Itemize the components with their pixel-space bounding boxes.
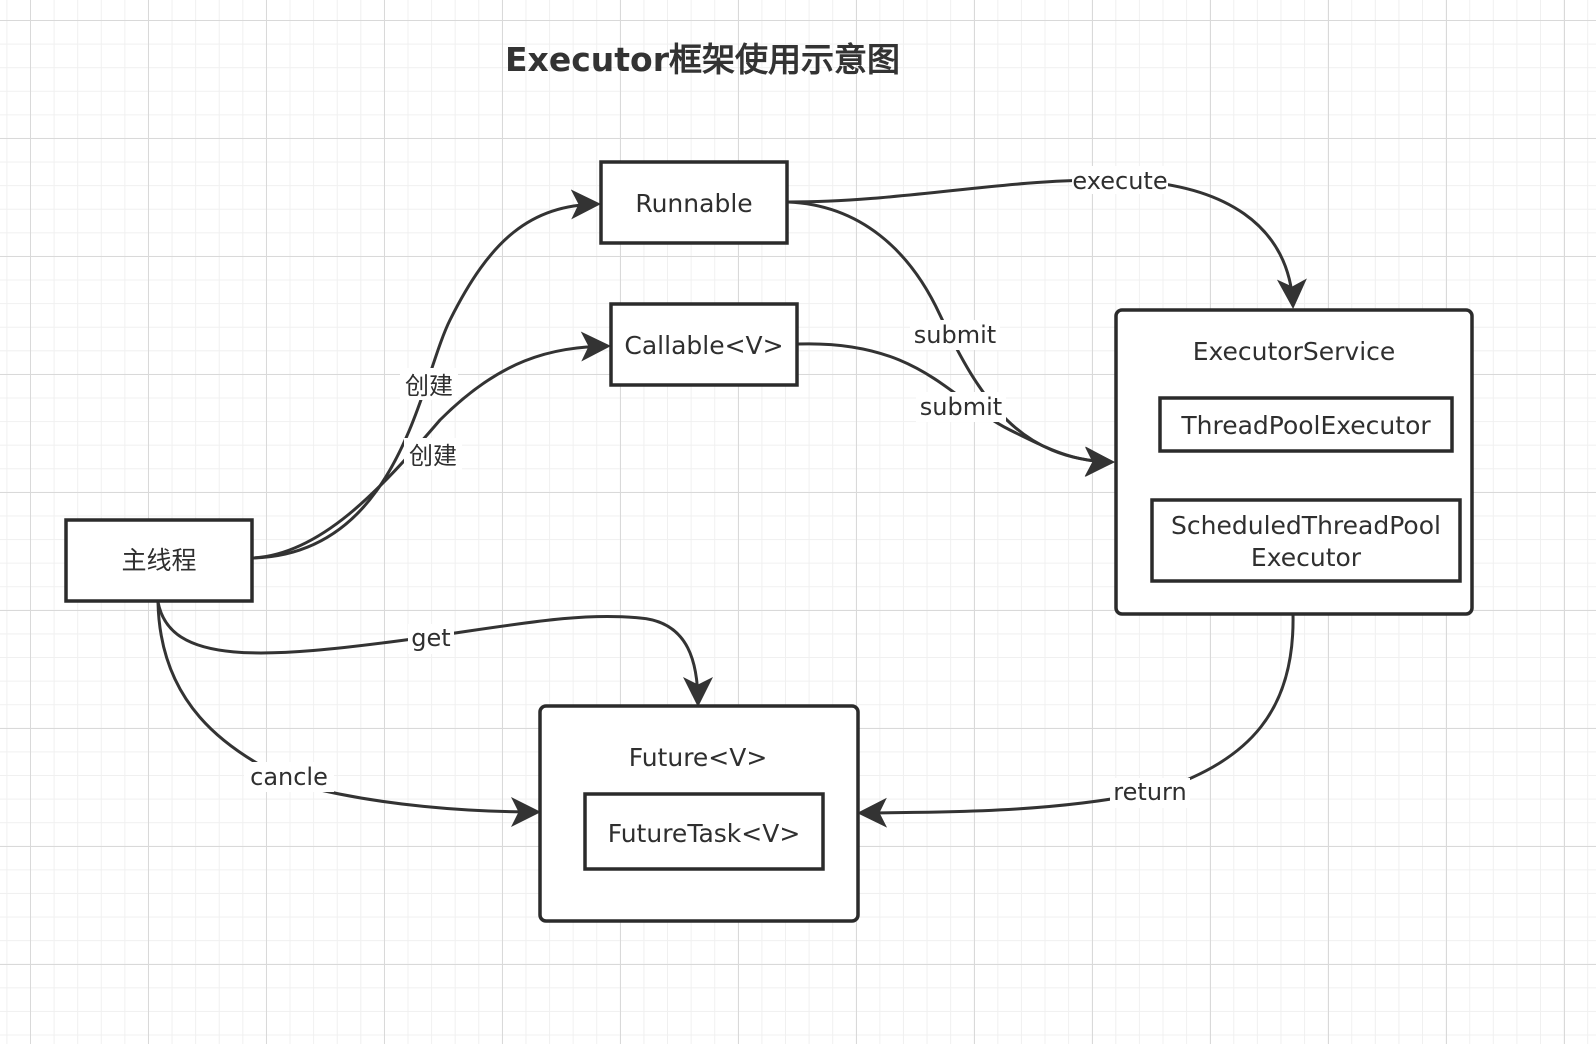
- node-future: Future<V> FutureTask<V>: [538, 704, 860, 923]
- label-create-callable: 创建: [409, 442, 457, 470]
- main-thread-label: 主线程: [121, 546, 196, 575]
- edge-cancle: [156, 601, 541, 827]
- node-executor-service: ExecutorService ThreadPoolExecutor Sched…: [1114, 308, 1474, 616]
- executor-service-label: ExecutorService: [1193, 337, 1396, 366]
- callable-label: Callable<V>: [624, 331, 783, 360]
- future-label: Future<V>: [629, 743, 768, 772]
- future-task-label: FutureTask<V>: [608, 819, 801, 848]
- edge-create-callable: [251, 331, 611, 560]
- edge-get: [156, 601, 713, 707]
- runnable-label: Runnable: [635, 189, 752, 218]
- label-submit-runnable: submit: [914, 321, 996, 349]
- node-runnable: Runnable: [599, 160, 789, 245]
- label-return: return: [1113, 778, 1186, 806]
- label-get: get: [411, 624, 450, 652]
- node-future-task: [583, 792, 825, 871]
- diagram-title: Executor框架使用示意图: [505, 40, 900, 79]
- node-main-thread: 主线程: [64, 518, 254, 603]
- scheduled-thread-pool-label-line2: Executor: [1251, 543, 1362, 572]
- node-callable: Callable<V>: [609, 302, 799, 387]
- scheduled-thread-pool-label-line1: ScheduledThreadPool: [1171, 511, 1441, 540]
- label-submit-callable: submit: [920, 393, 1002, 421]
- thread-pool-executor-label: ThreadPoolExecutor: [1180, 411, 1431, 440]
- edge-return: [857, 613, 1295, 828]
- edge-execute: [787, 178, 1307, 309]
- label-cancle: cancle: [250, 763, 328, 791]
- node-thread-pool-executor: [1158, 396, 1454, 453]
- label-execute: execute: [1072, 167, 1167, 195]
- node-scheduled-thread-pool-executor: [1150, 498, 1462, 583]
- edge-create-runnable: [251, 189, 601, 560]
- label-create-runnable: 创建: [405, 372, 453, 400]
